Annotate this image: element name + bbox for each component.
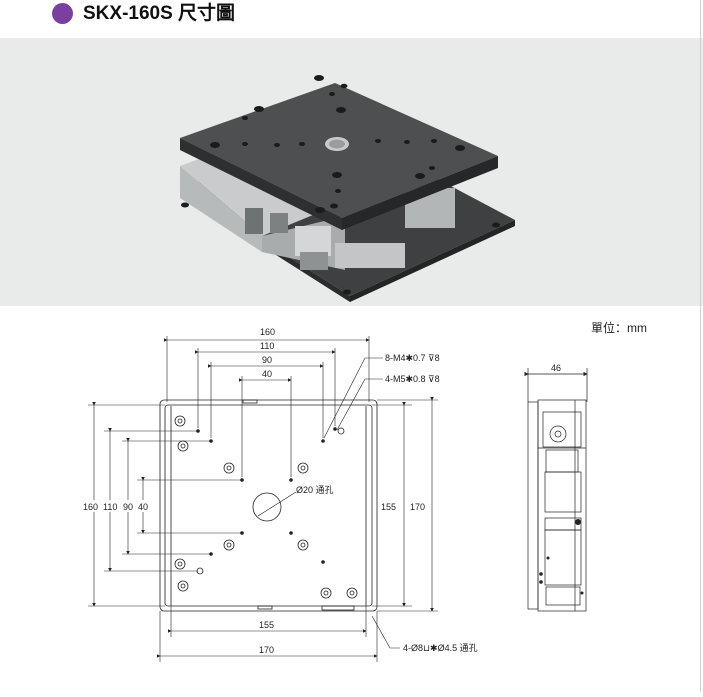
dim-left-160: 160 bbox=[83, 502, 98, 512]
dim-right-155: 155 bbox=[381, 502, 396, 512]
dim-top-40: 40 bbox=[262, 369, 272, 379]
m4-callout: 8-M4✱0.7 ⊽8 bbox=[385, 353, 440, 363]
side-view bbox=[524, 368, 588, 612]
dim-bottom-170: 170 bbox=[259, 645, 274, 655]
dim-bottom-155: 155 bbox=[259, 620, 274, 630]
product-photo bbox=[0, 38, 703, 306]
dim-top-110: 110 bbox=[260, 341, 274, 351]
counterbore-callout: 4-Ø8⊔✱Ø4.5 通孔 bbox=[403, 643, 478, 653]
m5-callout: 4-M5✱0.8 ⊽8 bbox=[385, 374, 440, 384]
dim-left-110: 110 bbox=[103, 502, 117, 512]
stage-render bbox=[180, 75, 515, 302]
dim-left-90: 90 bbox=[123, 502, 133, 512]
front-view: 160 110 90 40 160 110 90 40 bbox=[82, 327, 588, 662]
dimension-drawing: 單位：mm bbox=[0, 306, 703, 692]
dim-top-160: 160 bbox=[260, 327, 275, 337]
dim-left-40: 40 bbox=[138, 502, 148, 512]
section-header: SKX-160S 尺寸圖 bbox=[0, 0, 703, 38]
dim-top-90: 90 bbox=[262, 355, 272, 365]
section-title: SKX-160S 尺寸圖 bbox=[83, 3, 236, 24]
dim-right-170: 170 bbox=[410, 502, 425, 512]
center-hole-callout: Ø20 通孔 bbox=[296, 485, 334, 495]
bullet-icon bbox=[52, 3, 73, 24]
dim-side-46: 46 bbox=[551, 363, 561, 373]
page-border bbox=[700, 0, 701, 692]
unit-label: 單位：mm bbox=[591, 321, 647, 335]
